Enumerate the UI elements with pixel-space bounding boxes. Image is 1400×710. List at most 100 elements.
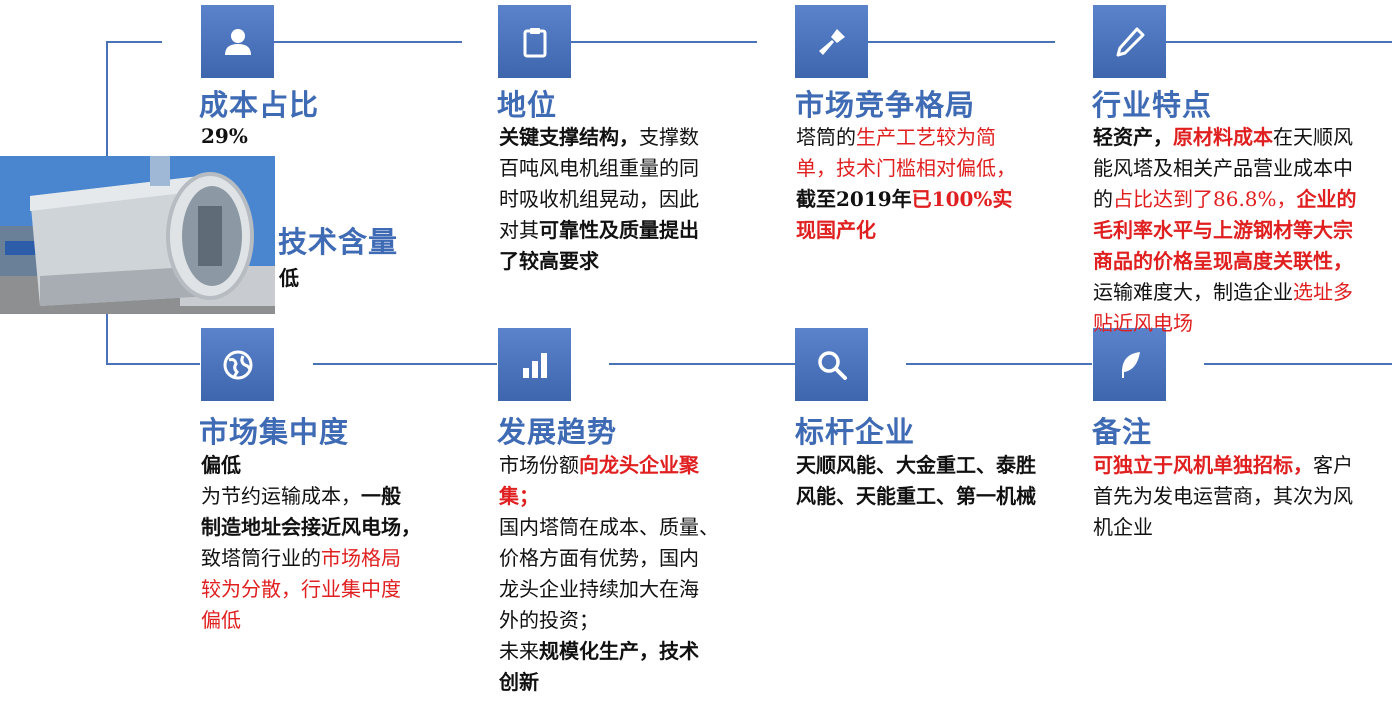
text-segment: 单，技术门槛相对偏低， [796, 156, 1016, 180]
title-cost: 成本占比 [199, 88, 320, 122]
text-segment: 对其 [499, 218, 539, 242]
text-segment: 可靠性及质量提出 [539, 218, 699, 242]
text-segment: 关键支撑结构， [499, 125, 639, 149]
text-segment: 轻资产， [1093, 125, 1173, 149]
text-segment: 国内塔筒在成本、质量、 [499, 515, 719, 539]
text-segment: 未来 [499, 639, 539, 663]
text-segment: 风能、天能重工、第一机械 [796, 484, 1036, 508]
text-line: 现国产化 [796, 215, 1046, 246]
connector-line [906, 363, 1092, 365]
text-line: 运输难度大，制造企业选址多 [1093, 277, 1393, 308]
text-segment: 能风塔及相关产品营业成本中 [1093, 156, 1353, 180]
title-tech: 技术含量 [278, 225, 399, 259]
connector-line [868, 41, 1055, 43]
text-line: 集； [499, 481, 749, 512]
title-competition: 市场竞争格局 [795, 88, 976, 122]
text-line: 关键支撑结构，支撑数 [499, 122, 739, 153]
text-segment: 了较高要求 [499, 249, 599, 273]
connector-line [274, 41, 462, 43]
connector-line [106, 363, 200, 365]
text-segment: 规模化生产，技术 [539, 639, 699, 663]
text-segment: 较为分散，行业集中度 [201, 577, 401, 601]
text-segment: 集； [499, 484, 539, 508]
text-segment: 贴近风电场 [1093, 311, 1193, 335]
text-segment: 天顺风能、大金重工、泰胜 [796, 453, 1036, 477]
text-segment: 选址多 [1293, 280, 1353, 304]
text-segment: 商品的价格呈现高度关联性， [1093, 249, 1353, 273]
text-line: 风能、天能重工、第一机械 [796, 481, 1086, 512]
text-line: 国内塔筒在成本、质量、 [499, 512, 749, 543]
text-segment: 运输难度大，制造企业 [1093, 280, 1293, 304]
pencil-icon [1093, 5, 1166, 78]
feather-icon [1093, 328, 1166, 401]
text-line: 偏低 [201, 450, 451, 481]
text-line: 了较高要求 [499, 246, 739, 277]
title-features: 行业特点 [1092, 88, 1213, 122]
text-segment: 外的投资； [499, 608, 599, 632]
wind-tower-photo [0, 156, 275, 314]
text-line: 龙头企业持续加大在海 [499, 574, 749, 605]
body-notes: 可独立于风机单独招标，客户首先为发电运营商，其次为风机企业 [1093, 450, 1393, 543]
text-segment: 龙头企业持续加大在海 [499, 577, 699, 601]
globe-icon [201, 328, 274, 401]
text-segment: 企业的 [1296, 187, 1357, 211]
text-line: 制造地址会接近风电场， [201, 512, 451, 543]
body-benchmark: 天顺风能、大金重工、泰胜风能、天能重工、第一机械 [796, 450, 1086, 512]
connector-line [1166, 41, 1392, 43]
body-competition: 塔筒的生产工艺较为简单，技术门槛相对偏低，截至2019年已100%实现国产化 [796, 122, 1046, 246]
text-segment: 向龙头企业聚 [579, 453, 699, 477]
text-segment: 制造地址会接近风电场， [201, 515, 421, 539]
text-line: 商品的价格呈现高度关联性， [1093, 246, 1393, 277]
text-line: 能风塔及相关产品营业成本中 [1093, 153, 1393, 184]
text-segment: 创新 [499, 670, 539, 694]
text-line: 机企业 [1093, 512, 1393, 543]
title-notes: 备注 [1092, 415, 1153, 449]
title-concentration: 市场集中度 [199, 415, 350, 449]
connector-line [106, 41, 108, 157]
text-line: 首先为发电运营商，其次为风 [1093, 481, 1393, 512]
text-segment: 截至2019年 [796, 187, 912, 211]
text-line: 百吨风电机组重量的同 [499, 153, 739, 184]
text-segment: 偏低 [201, 608, 241, 632]
connector-line [313, 363, 497, 365]
text-segment: 占比达到了86.8%， [1113, 187, 1297, 211]
text-line: 偏低 [201, 605, 451, 636]
text-segment: 现国产化 [796, 218, 876, 242]
text-segment: 为节约运输成本， [201, 484, 361, 508]
bar-chart-icon [498, 328, 571, 401]
text-line: 天顺风能、大金重工、泰胜 [796, 450, 1086, 481]
text-segment: 毛利率水平与上游钢材等大宗 [1093, 218, 1353, 242]
connector-line [106, 313, 108, 365]
text-line: 致塔筒行业的市场格局 [201, 543, 451, 574]
text-segment: 的 [1093, 187, 1113, 211]
text-segment: 可独立于风机单独招标， [1093, 453, 1313, 477]
cost-value: 29% [201, 124, 248, 148]
text-line: 外的投资； [499, 605, 749, 636]
text-line: 为节约运输成本，一般 [201, 481, 451, 512]
body-trend: 市场份额向龙头企业聚集； 国内塔筒在成本、质量、价格方面有优势，国内龙头企业持续加… [499, 450, 749, 698]
title-position: 地位 [497, 88, 558, 122]
text-segment: 已100%实 [911, 187, 1013, 211]
text-line: 贴近风电场 [1093, 308, 1393, 339]
text-line: 截至2019年已100%实 [796, 184, 1046, 215]
text-line: 市场份额向龙头企业聚 [499, 450, 749, 481]
title-trend: 发展趋势 [497, 415, 618, 449]
text-line: 对其可靠性及质量提出 [499, 215, 739, 246]
text-segment: 偏低 [201, 453, 241, 477]
body-position: 关键支撑结构，支撑数百吨风电机组重量的同时吸收机组晃动，因此对其可靠性及质量提出… [499, 122, 739, 277]
user-icon [201, 5, 274, 78]
text-line: 价格方面有优势，国内 [499, 543, 749, 574]
text-segment: 时吸收机组晃动，因此 [499, 187, 699, 211]
text-segment: 在天顺风 [1273, 125, 1353, 149]
text-segment: 一般 [361, 484, 401, 508]
text-line: 创新 [499, 667, 749, 698]
search-icon [795, 328, 868, 401]
connector-line [609, 363, 795, 365]
text-segment: 致塔筒行业的 [201, 546, 321, 570]
text-line: 较为分散，行业集中度 [201, 574, 451, 605]
title-benchmark: 标杆企业 [795, 415, 916, 449]
flashlight-icon [795, 5, 868, 78]
body-features: 轻资产，原材料成本在天顺风能风塔及相关产品营业成本中的占比达到了86.8%，企业… [1093, 122, 1393, 339]
text-segment: 市场格局 [321, 546, 401, 570]
text-line: 未来规模化生产，技术 [499, 636, 749, 667]
